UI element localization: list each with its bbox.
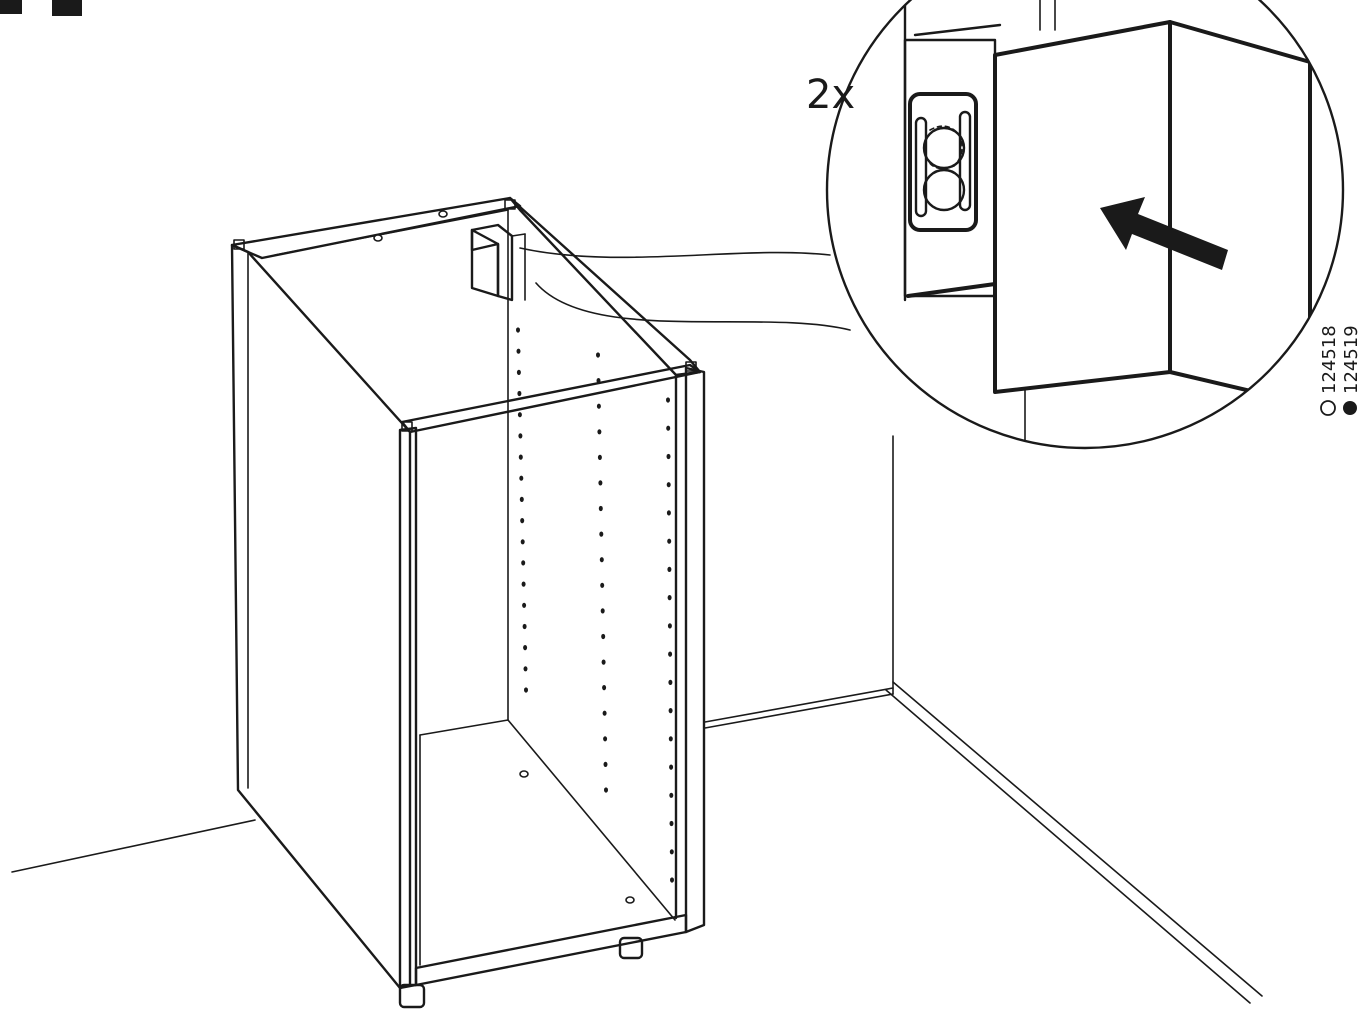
shelf-hole (666, 482, 671, 488)
step-number-fragment (0, 0, 82, 16)
shelf-hole (668, 708, 673, 714)
shelf-hole (523, 645, 528, 651)
hollow-circle-icon (1320, 400, 1336, 416)
shelf-hole (519, 496, 524, 502)
cabinet-frame (230, 196, 706, 1009)
article-number-hollow: 124518 (1319, 325, 1340, 394)
shelf-hole (601, 633, 606, 640)
shelf-hole (599, 557, 604, 563)
shelf-hole (596, 352, 600, 358)
screw-hole (625, 896, 635, 904)
shelf-hole (601, 659, 606, 665)
shelf-hole (666, 453, 671, 460)
shelf-hole (520, 539, 525, 545)
shelf-hole (603, 761, 608, 768)
shelf-hole (524, 687, 528, 693)
article-numbers: 124518 124519 (1319, 325, 1362, 416)
shelf-hole (668, 736, 673, 742)
screw-hole (519, 770, 529, 778)
shelf-hole (666, 425, 671, 431)
shelf-hole (599, 531, 604, 537)
shelf-hole (667, 538, 672, 544)
screw-hole (373, 234, 383, 242)
shelf-hole (669, 849, 674, 855)
callout-connector (519, 247, 851, 331)
shelf-hole (518, 454, 523, 460)
room-lines (11, 435, 1263, 1004)
shelf-hole (600, 582, 605, 588)
shelf-hole (666, 397, 670, 403)
shelf-hole (516, 369, 521, 375)
shelf-hole (667, 595, 672, 601)
shelf-hole (522, 623, 527, 630)
shelf-hole (668, 651, 673, 657)
quantity-label: 2x (806, 72, 855, 118)
shelf-hole (598, 505, 603, 512)
shelf-hole (597, 454, 602, 460)
shelf-hole (670, 877, 674, 883)
shelf-hole (604, 787, 608, 793)
shelf-hole (518, 433, 523, 439)
shelf-hole (667, 623, 672, 629)
shelf-hole (666, 510, 671, 516)
shelf-hole (602, 685, 607, 691)
shelf-hole (517, 390, 522, 397)
shelf-hole (517, 412, 522, 418)
article-number-filled: 124519 (1341, 325, 1362, 394)
screw-hole (438, 210, 448, 218)
shelf-hole (597, 429, 602, 435)
shelf-hole (522, 602, 527, 608)
shelf-hole (516, 327, 520, 333)
shelf-hole (520, 518, 525, 524)
shelf-hole (596, 378, 601, 384)
shelf-hole (668, 679, 673, 686)
shelf-hole (667, 566, 672, 573)
shelf-hole (598, 480, 603, 486)
shelf-hole (523, 666, 528, 672)
shelf-hole (602, 710, 607, 716)
shelf-holes (373, 210, 674, 904)
shelf-hole (516, 348, 521, 354)
shelf-hole (596, 403, 601, 409)
shelf-hole (669, 764, 674, 770)
shelf-hole (600, 608, 605, 614)
zoom-detail: 2x (806, 0, 1345, 450)
shelf-hole (521, 560, 526, 566)
shelf-hole (669, 792, 674, 798)
filled-circle-icon (1343, 401, 1357, 415)
shelf-hole (519, 475, 524, 481)
shelf-hole (521, 581, 526, 587)
shelf-hole (669, 820, 674, 827)
shelf-hole (603, 736, 608, 742)
